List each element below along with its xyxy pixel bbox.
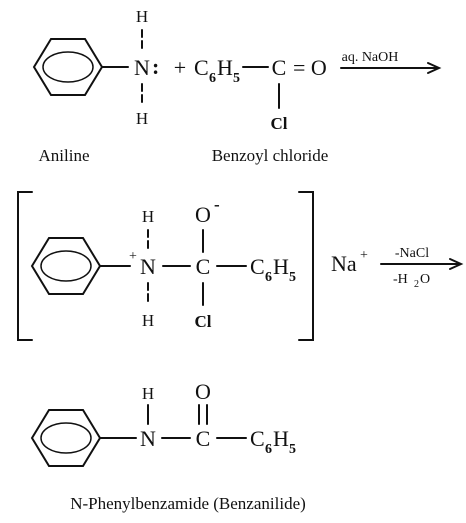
aniline-h-top: H bbox=[136, 7, 148, 26]
svg-text:-H: -H bbox=[393, 272, 408, 287]
svg-text:C: C bbox=[250, 426, 265, 451]
bracket-right bbox=[298, 191, 314, 341]
svg-text:C: C bbox=[250, 254, 265, 279]
plus-sign: + bbox=[174, 55, 186, 80]
svg-text:5: 5 bbox=[233, 71, 240, 86]
product-nitrogen: N bbox=[140, 426, 156, 451]
aniline-nitrogen: N bbox=[134, 55, 150, 80]
intermediate-phenyl-formula: C 6 H 5 bbox=[250, 254, 296, 285]
svg-text:C: C bbox=[194, 55, 209, 80]
svg-text:O: O bbox=[420, 272, 430, 287]
phenyl-formula-c6h5: C 6 H 5 bbox=[194, 55, 240, 86]
svg-text:6: 6 bbox=[209, 71, 216, 86]
svg-text:6: 6 bbox=[265, 442, 272, 457]
svg-text:+: + bbox=[360, 248, 368, 263]
label-aniline: Aniline bbox=[39, 146, 90, 165]
product-oxygen: O bbox=[195, 379, 211, 404]
arrow-head-1 bbox=[427, 62, 442, 74]
bracket-left bbox=[17, 191, 33, 341]
reagent-minus-nacl: -NaCl bbox=[395, 246, 429, 261]
reagent-naoh: aq. NaOH bbox=[342, 50, 399, 65]
product-carbon: C bbox=[196, 426, 211, 451]
carbonyl-carbon: C bbox=[272, 55, 287, 80]
svg-text:H: H bbox=[273, 426, 289, 451]
intermediate-nitrogen: N bbox=[140, 254, 156, 279]
svg-text:H: H bbox=[273, 254, 289, 279]
arrow-head-2 bbox=[449, 258, 464, 270]
svg-text:6: 6 bbox=[265, 270, 272, 285]
oxyanion-charge: - bbox=[214, 195, 220, 214]
product-c-o-double-bond bbox=[198, 404, 208, 425]
benzene-ring-intermediate bbox=[30, 237, 102, 295]
benzene-ring-aniline bbox=[32, 38, 104, 96]
intermediate-carbon: C bbox=[196, 254, 211, 279]
benzene-ring-product bbox=[30, 409, 102, 467]
intermediate-chlorine: Cl bbox=[195, 312, 212, 331]
lone-pair-dots: : bbox=[152, 54, 159, 79]
svg-text:Na: Na bbox=[331, 251, 357, 276]
oxyanion-oxygen: O bbox=[195, 202, 211, 227]
product-phenyl-formula: C 6 H 5 bbox=[250, 426, 296, 457]
svg-text:H: H bbox=[217, 55, 233, 80]
reagent-minus-water: -H 2 O bbox=[393, 272, 430, 290]
label-benzanilide: N-Phenylbenzamide (Benzanilide) bbox=[70, 494, 306, 513]
aniline-h-bottom: H bbox=[136, 109, 148, 128]
carbonyl-oxygen: = O bbox=[293, 55, 327, 80]
svg-text:5: 5 bbox=[289, 442, 296, 457]
sodium-counterion: Na + bbox=[331, 248, 368, 276]
product-h: H bbox=[142, 384, 154, 403]
label-benzoyl-chloride: Benzoyl chloride bbox=[212, 146, 329, 165]
svg-text:2: 2 bbox=[414, 279, 419, 290]
n-positive-charge: + bbox=[129, 249, 137, 264]
intermediate-h-top: H bbox=[142, 207, 154, 226]
intermediate-h-bottom: H bbox=[142, 311, 154, 330]
chlorine-atom: Cl bbox=[271, 114, 288, 133]
svg-text:5: 5 bbox=[289, 270, 296, 285]
